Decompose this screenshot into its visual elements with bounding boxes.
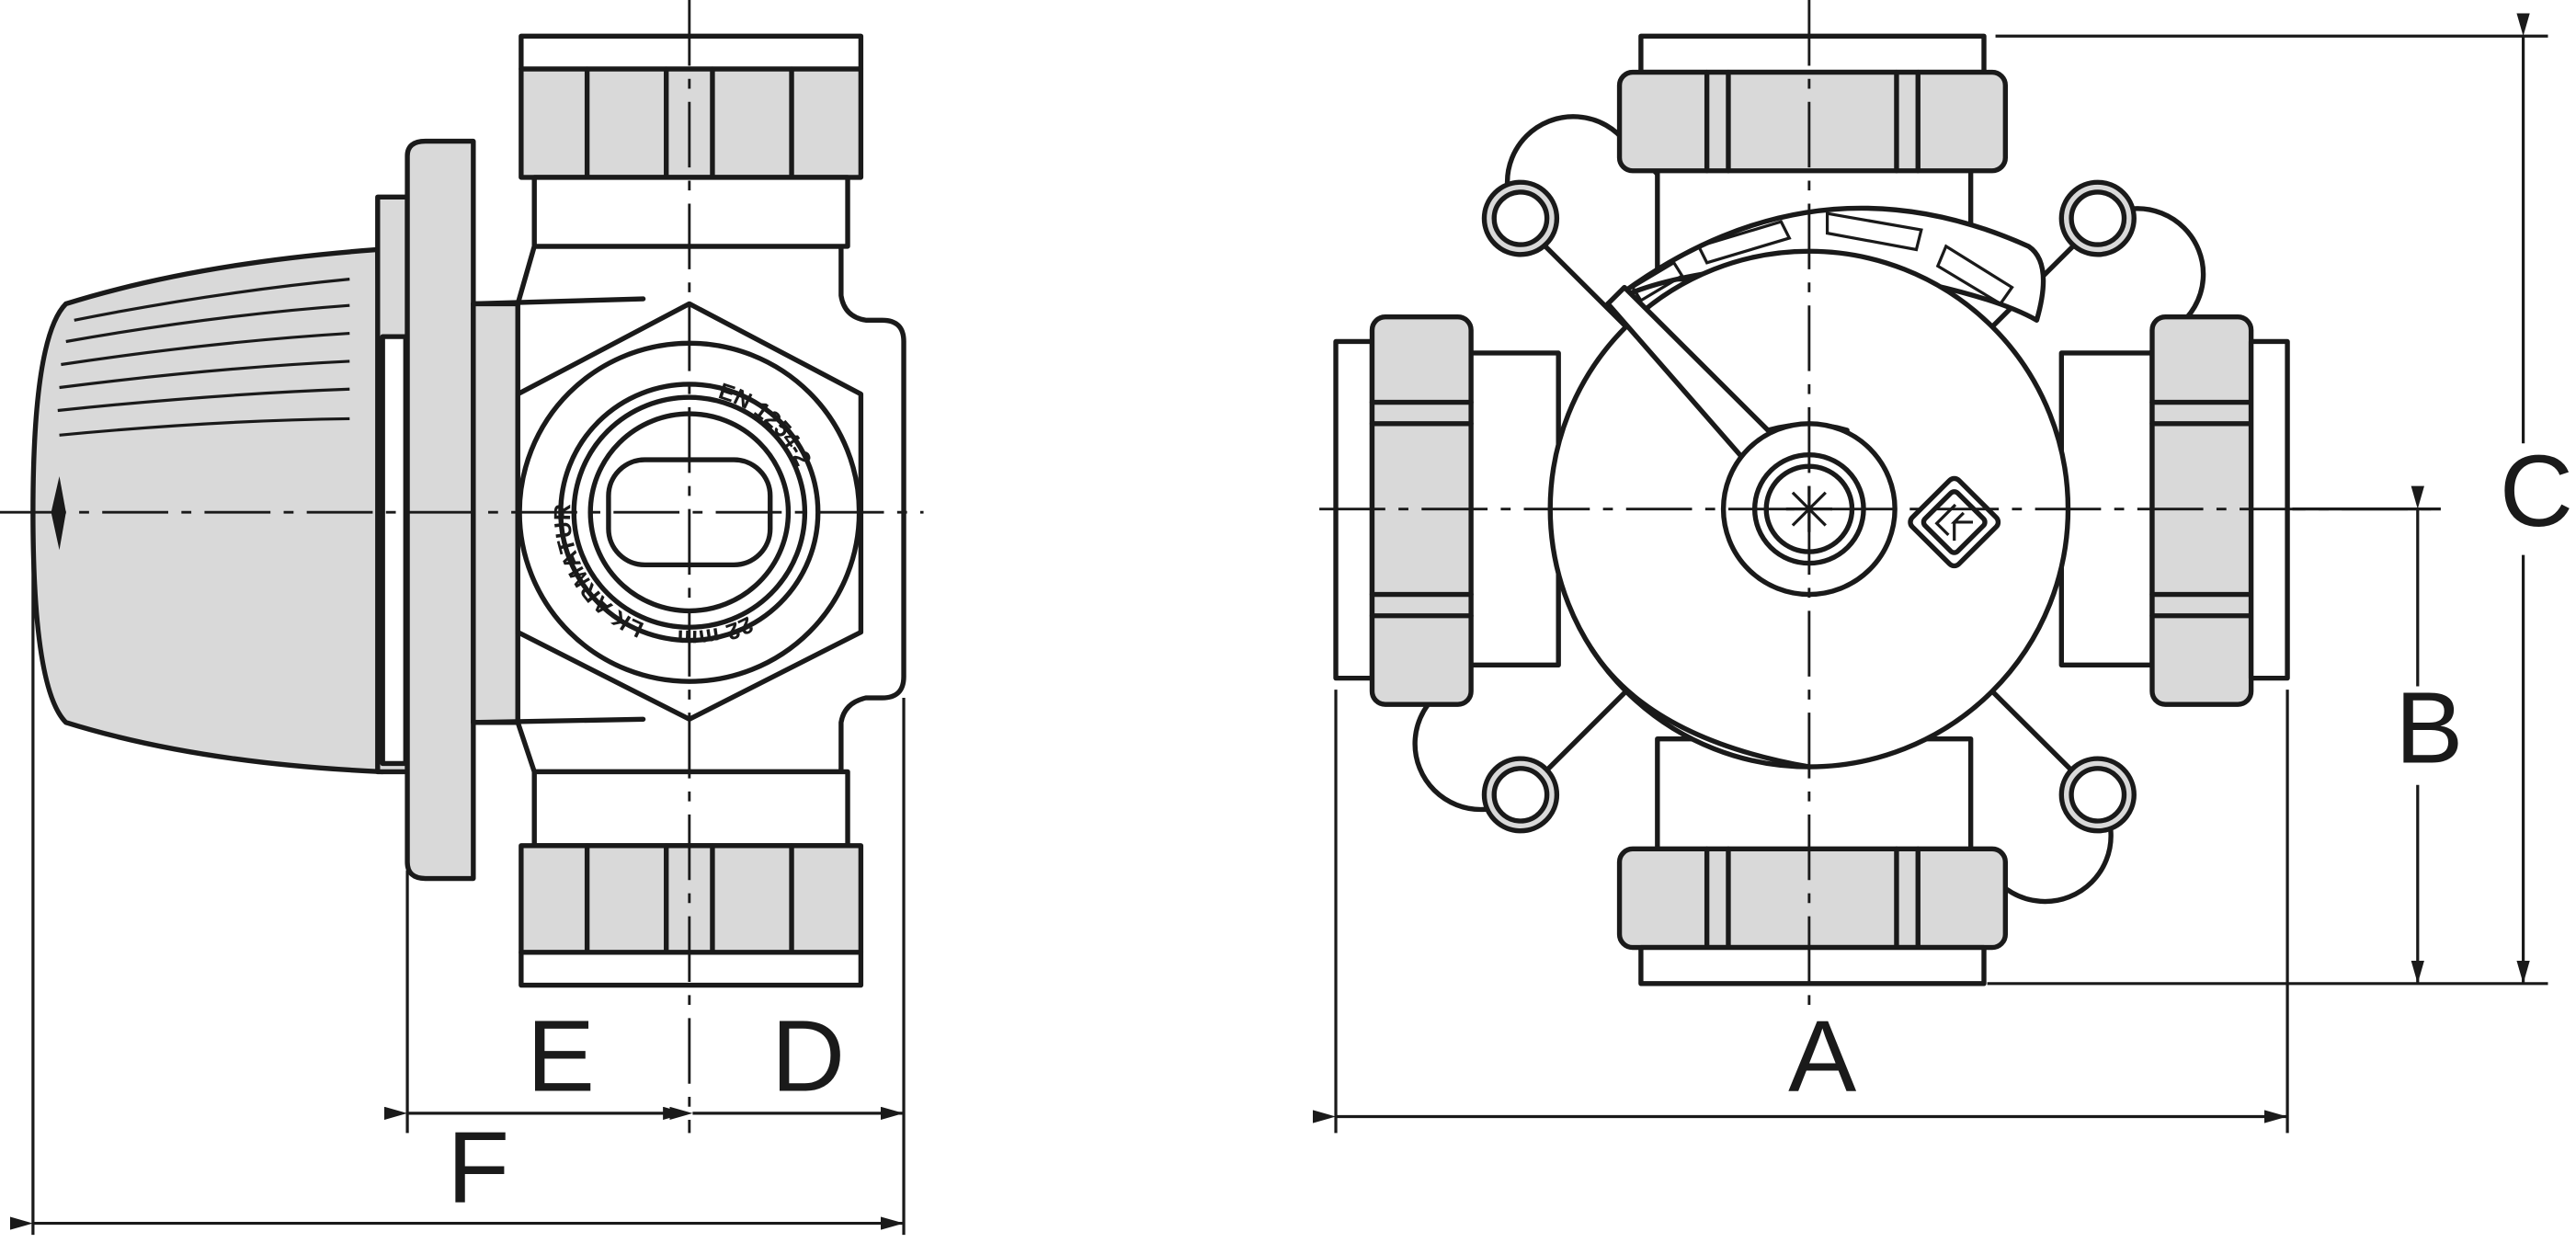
front-left-connection — [1333, 314, 1561, 707]
dimension-label-f: F — [447, 1111, 509, 1225]
top-compression-nut — [519, 33, 864, 249]
knob-grip-lines — [57, 278, 350, 437]
dimension-label-c: C — [2500, 434, 2573, 548]
mounting-flange — [405, 138, 476, 882]
dimension-label-a: A — [1788, 999, 1856, 1113]
knob-collar-inner — [380, 334, 408, 767]
front-view — [1319, 0, 2441, 1010]
dimension-labels: E D F A B C — [447, 434, 2573, 1225]
dimension-label-b: B — [2395, 671, 2463, 785]
front-right-connection — [2058, 314, 2290, 707]
scale-marks — [1630, 211, 2014, 306]
bottom-compression-nut — [519, 769, 864, 988]
body-edge-bottom — [471, 716, 646, 725]
dial-shadow-left — [1589, 645, 1812, 770]
body-edge-top — [471, 296, 646, 307]
actuator-knob — [30, 246, 385, 775]
front-bottom-connection — [1616, 736, 2009, 986]
dimension-label-d: D — [771, 999, 845, 1113]
side-view: EN 1254-2 LK ARMATUR 22 mm — [0, 0, 924, 1134]
lk-logo-icon — [1908, 475, 2001, 569]
dimension-label-e: E — [527, 999, 595, 1113]
dimension-lines — [9, 13, 2548, 1236]
